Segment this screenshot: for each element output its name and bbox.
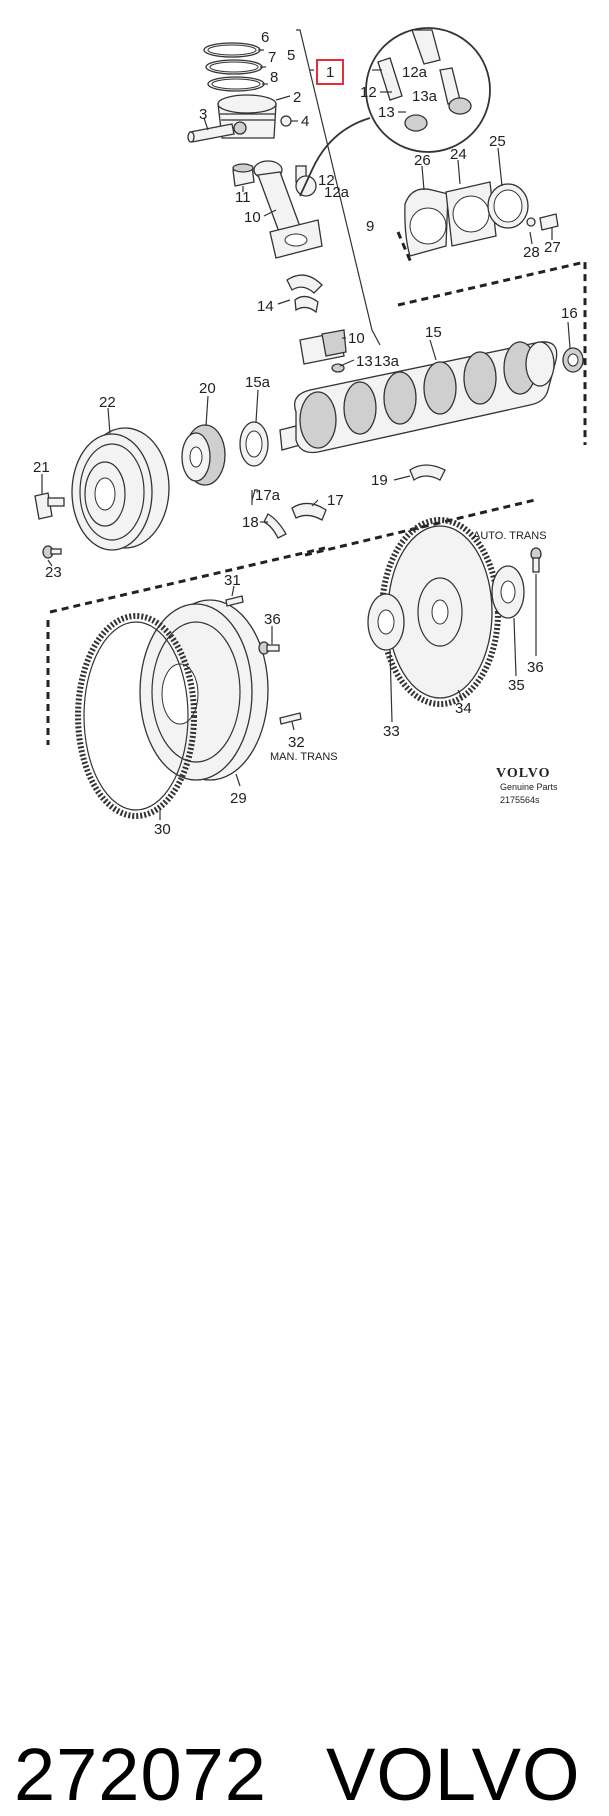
dowel-pin-31 [225,595,244,607]
callout-24[interactable]: 24 [450,146,467,163]
callout-13-key[interactable]: 13 [356,353,373,370]
callout-11[interactable]: 11 [235,189,251,206]
callout-29[interactable]: 29 [230,790,247,807]
callout-20[interactable]: 20 [199,380,216,397]
conrod-bushing [232,163,255,187]
callout-28[interactable]: 28 [523,244,540,261]
callout-31[interactable]: 31 [224,572,241,589]
engine-block-boundary [46,231,587,745]
callout-22[interactable]: 22 [99,394,116,411]
main-bearing-shells [263,464,446,539]
conrod-bearing-shells [286,274,323,314]
callout-12a-inset[interactable]: 12a [402,64,428,81]
crankshaft [279,341,558,454]
crankshaft-pulley [71,427,170,551]
callout-21[interactable]: 21 [33,459,50,476]
thrust-washer [239,421,269,467]
crankshaft-sprocket [181,424,226,486]
man-trans-label: MAN. TRANS [270,751,338,763]
callout-15[interactable]: 15 [425,324,442,341]
pilot-bearing [562,347,584,373]
callout-32[interactable]: 32 [288,734,305,751]
callout-15a[interactable]: 15a [245,374,271,391]
callout-27[interactable]: 27 [544,239,561,256]
flywheel-manual [139,599,269,781]
callout-1[interactable]: 1 [326,64,334,81]
callout-5[interactable]: 5 [287,47,295,64]
callout-26[interactable]: 26 [414,152,431,169]
callout-34[interactable]: 34 [455,700,472,717]
callout-33[interactable]: 33 [383,723,400,740]
part-number: 272072 [14,1733,267,1816]
callout-4[interactable]: 4 [301,113,309,130]
genuine-parts-text: Genuine Parts [500,782,558,792]
callout-8[interactable]: 8 [270,69,278,86]
callout-2[interactable]: 2 [293,89,301,106]
reinforcement-plate [491,565,525,619]
callout-36-auto[interactable]: 36 [527,659,544,676]
piston-rings [203,42,265,92]
volvo-logo-text: VOLVO [496,766,551,781]
callout-17[interactable]: 17 [327,492,344,509]
connecting-rod [253,160,323,259]
callout-36-manual[interactable]: 36 [264,611,281,628]
flywheel-bolt-manual [258,641,280,655]
rear-seal-housing [404,181,559,257]
footer: 272072 VOLVO [0,850,609,1812]
parts-diagram: 1 2 3 4 5 6 7 8 9 10 10 11 12 12 12a 12a… [0,0,609,850]
brand-name: VOLVO [326,1733,581,1816]
callout-10-rod[interactable]: 10 [244,209,261,226]
pulley-bolt [34,492,65,520]
callout-19[interactable]: 19 [371,472,388,489]
callout-14[interactable]: 14 [257,298,274,315]
callout-10-bearing[interactable]: 10 [348,330,365,347]
circlip [280,115,292,127]
callout-35[interactable]: 35 [508,677,525,694]
leader-lines [41,29,571,820]
callout-23[interactable]: 23 [45,564,62,581]
reference-code: 2175564s [500,795,540,805]
piston-pin [187,123,235,143]
flexplate-bolt [530,547,542,573]
main-bearing [299,329,347,365]
callout-7[interactable]: 7 [268,49,276,66]
callout-9[interactable]: 9 [366,218,374,235]
callout-16[interactable]: 16 [561,305,578,322]
callout-13a-key[interactable]: 13a [374,353,400,370]
callout-17a[interactable]: 17a [255,487,281,504]
callout-6[interactable]: 6 [261,29,269,46]
callout-labels: 1 2 3 4 5 6 7 8 9 10 10 11 12 12 12a 12a… [33,29,578,838]
dowel-pin-32 [279,712,302,725]
callout-25[interactable]: 25 [489,133,506,150]
rod-bolt [295,165,317,197]
ring-gear [75,613,197,819]
pulley-screw [42,545,62,559]
callout-18[interactable]: 18 [242,514,259,531]
callout-13a-inset[interactable]: 13a [412,88,438,105]
highlight-box-callout-1 [316,59,344,85]
brand-block: VOLVO Genuine Parts 2175564s [496,766,558,805]
callout-30[interactable]: 30 [154,821,171,838]
callout-12a-rod[interactable]: 12a [324,184,350,201]
callout-13-inset[interactable]: 13 [378,104,395,121]
bolt-detail-inset [299,27,491,197]
auto-trans-label: AUTO. TRANS [473,530,547,542]
callout-3[interactable]: 3 [199,106,207,123]
callout-12-rod[interactable]: 12 [318,172,335,189]
callout-12-inset[interactable]: 12 [360,84,377,101]
spacer-plate [367,593,405,651]
exploded-view: 1 2 3 4 5 6 7 8 9 10 10 11 12 12 12a 12a… [33,27,587,838]
